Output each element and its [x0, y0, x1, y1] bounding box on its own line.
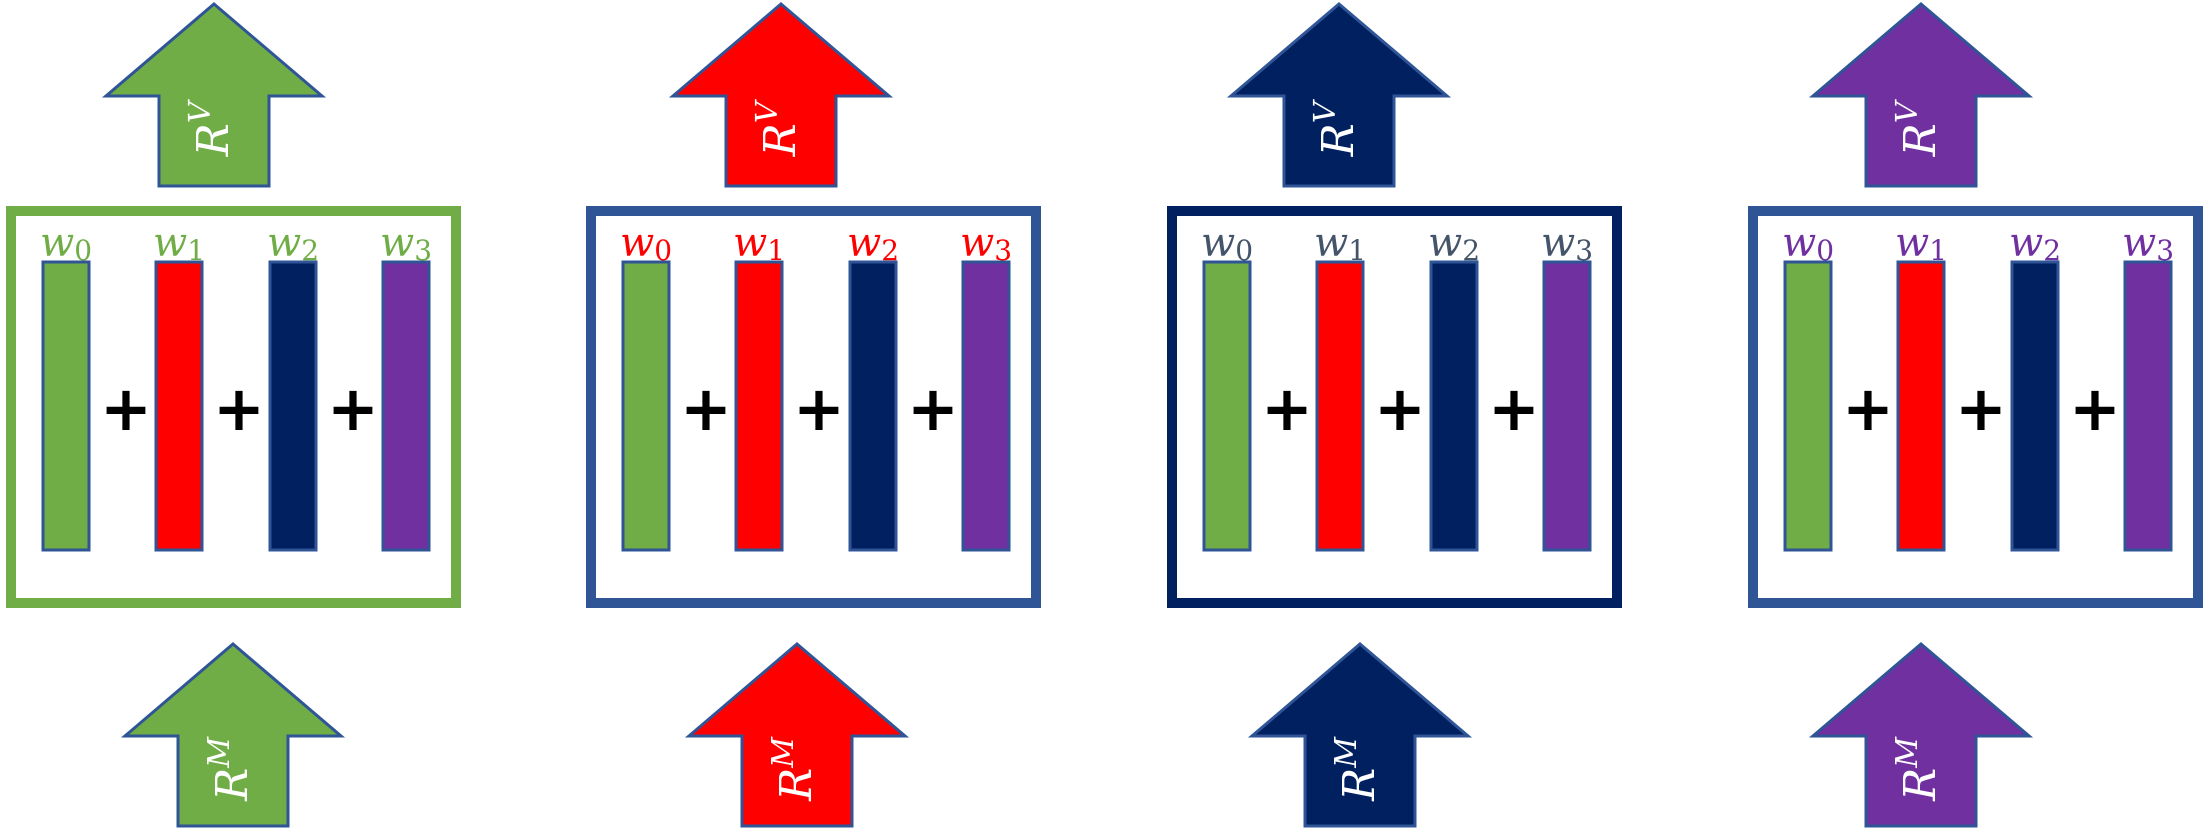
plus-sign-3-2: + — [2069, 372, 2121, 445]
bar-3-1 — [1896, 260, 1946, 552]
bar-2-2 — [1429, 260, 1479, 552]
bottom-arrow-3: RM — [1808, 642, 2034, 828]
weight-label-1-2: w2 — [847, 220, 899, 267]
top-arrow-2: RV — [1226, 2, 1452, 188]
plus-sign-2-0: + — [1261, 372, 1313, 445]
plus-sign-0-1: + — [213, 372, 265, 445]
bottom-arrow-3-shape — [1808, 642, 2034, 828]
plus-sign-3-0: + — [1842, 372, 1894, 445]
bar-3-3 — [2123, 260, 2173, 552]
top-arrow-0-label: RV — [183, 98, 239, 157]
frame-3 — [1748, 206, 2203, 608]
bar-2-0 — [1202, 260, 1252, 552]
bar-1-0 — [621, 260, 671, 552]
plus-sign-1-1: + — [793, 372, 845, 445]
bar-0-2 — [268, 260, 318, 552]
bottom-arrow-2: RM — [1247, 642, 1473, 828]
bottom-arrow-2-shape — [1247, 642, 1473, 828]
weight-label-2-3: w3 — [1541, 220, 1593, 267]
bottom-arrow-1-shape — [684, 642, 910, 828]
weight-label-1-1: w1 — [733, 220, 785, 267]
bottom-arrow-1: RM — [684, 642, 910, 828]
bar-1-3 — [961, 260, 1011, 552]
bar-2-3 — [1542, 260, 1592, 552]
top-arrow-3-shape — [1808, 2, 2034, 188]
column-1: w0 w1 w2 w3 + + + — [586, 206, 1041, 608]
top-arrow-0: RV — [101, 2, 327, 188]
weight-label-2-2: w2 — [1428, 220, 1480, 267]
weight-label-2-1: w1 — [1314, 220, 1366, 267]
top-arrow-1-shape — [668, 2, 894, 188]
top-arrow-2-shape — [1226, 2, 1452, 188]
top-arrow-1-label: RV — [750, 98, 806, 157]
weight-label-1-3: w3 — [960, 220, 1012, 267]
bottom-arrow-3-label: RM — [1890, 736, 1946, 802]
bottom-arrow-0: RM — [120, 642, 346, 828]
bar-0-1 — [154, 260, 204, 552]
top-arrow-3-label: RV — [1890, 98, 1946, 157]
bar-2-1 — [1315, 260, 1365, 552]
plus-sign-0-0: + — [100, 372, 152, 445]
weight-label-0-0: w0 — [40, 220, 92, 267]
top-arrow-3: RV — [1808, 2, 2034, 188]
plus-sign-3-1: + — [1955, 372, 2007, 445]
plus-sign-0-2: + — [327, 372, 379, 445]
bottom-arrow-0-label: RM — [202, 736, 258, 802]
bar-0-0 — [41, 260, 91, 552]
bottom-arrow-1-label: RM — [766, 736, 822, 802]
top-arrow-2-label: RV — [1308, 98, 1364, 157]
bar-3-0 — [1783, 260, 1833, 552]
weight-label-3-3: w3 — [2122, 220, 2174, 267]
weight-label-3-0: w0 — [1782, 220, 1834, 267]
bar-3-2 — [2010, 260, 2060, 552]
plus-sign-2-1: + — [1374, 372, 1426, 445]
column-2: w0 w1 w2 w3 + + + — [1167, 206, 1622, 608]
column-3: w0 w1 w2 w3 + + + — [1748, 206, 2203, 608]
column-0: w0 w1 w2 w3 + + + — [6, 206, 461, 608]
bar-0-3 — [381, 260, 431, 552]
weight-label-0-3: w3 — [380, 220, 432, 267]
top-arrow-1: RV — [668, 2, 894, 188]
frame-2 — [1167, 206, 1622, 608]
weight-label-1-0: w0 — [620, 220, 672, 267]
plus-sign-1-2: + — [907, 372, 959, 445]
plus-sign-2-2: + — [1488, 372, 1540, 445]
frame-0 — [6, 206, 461, 608]
bottom-arrow-0-shape — [120, 642, 346, 828]
weight-label-0-1: w1 — [153, 220, 205, 267]
bar-1-1 — [734, 260, 784, 552]
top-arrow-0-shape — [101, 2, 327, 188]
bar-1-2 — [848, 260, 898, 552]
frame-1 — [586, 206, 1041, 608]
weight-label-3-1: w1 — [1895, 220, 1947, 267]
plus-sign-1-0: + — [680, 372, 732, 445]
weight-label-3-2: w2 — [2009, 220, 2061, 267]
weight-label-2-0: w0 — [1201, 220, 1253, 267]
bottom-arrow-2-label: RM — [1329, 736, 1385, 802]
weight-label-0-2: w2 — [267, 220, 319, 267]
